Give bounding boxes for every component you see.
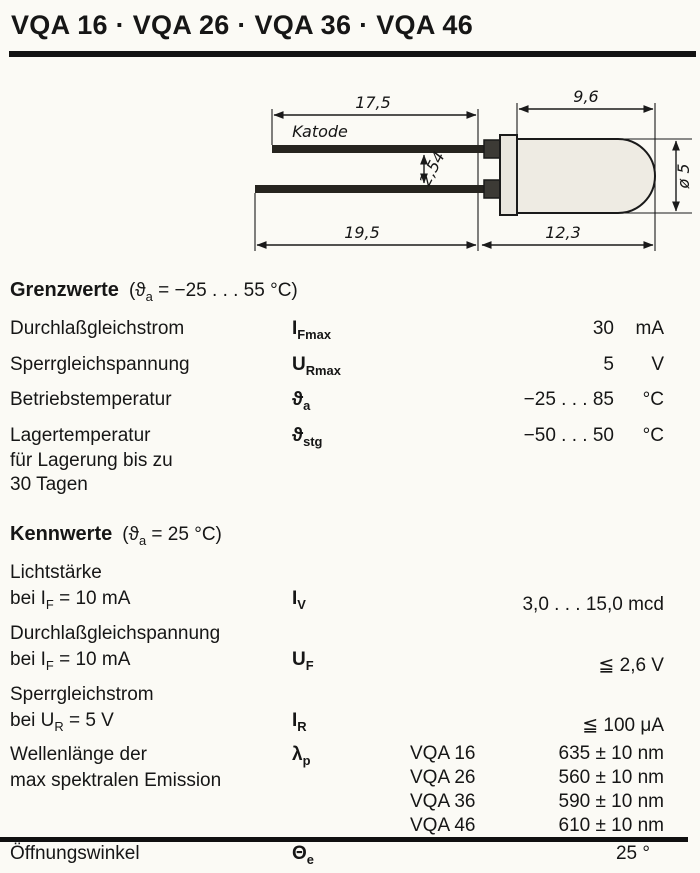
grenzwerte-section: Grenzwerte (ϑa = −25 . . . 55 °C) Durchla… — [0, 279, 700, 497]
row-label: Sperrgleichspannung — [10, 353, 190, 375]
dim-top-lead-label: 17,5 — [355, 93, 391, 112]
row-symbol: URmax — [292, 353, 341, 378]
dim-bottom-lead-label: 19,5 — [344, 223, 380, 242]
table-row: Sperrgleichspannung URmax 5 V — [10, 352, 664, 384]
row-unit: V — [651, 353, 664, 375]
row-unit: °C — [642, 389, 664, 411]
page-title: VQA 16 · VQA 26 · VQA 36 · VQA 46 — [11, 10, 474, 40]
row-symbol: λp — [292, 744, 311, 769]
row-symbol: ϑa — [292, 389, 311, 414]
table-row: Sperrgleichstrom bei UR = 5 V IR ≦ 100 μ… — [10, 682, 664, 740]
row-symbol: IFmax — [292, 317, 331, 342]
anode-lead-tab — [483, 179, 501, 199]
variant-line: VQA 16 635 ± 10 nm — [410, 742, 664, 766]
row-symbol: IV — [292, 587, 306, 612]
kennwerte-title: Kennwerte — [10, 523, 113, 546]
cathode-lead-tab — [483, 139, 501, 159]
page-edge-bar — [0, 837, 688, 842]
table-row: Lichtstärke bei IF = 10 mA IV 3,0 . . . … — [10, 560, 664, 618]
table-row: Durchlaßgleichstrom IFmax 30 mA — [10, 316, 664, 348]
variant-value: 590 ± 10 nm — [558, 791, 665, 813]
variant-value: 635 ± 10 nm — [558, 743, 665, 765]
row-variants: VQA 16 635 ± 10 nm VQA 26 560 ± 10 nm VQA … — [410, 742, 664, 838]
row-label: Lichtstärke bei IF = 10 mA — [10, 561, 131, 612]
row-value: 3,0 . . . 15,0 mcd — [522, 593, 664, 615]
row-value: 5 — [603, 353, 614, 375]
row-label: Öffnungswinkel — [10, 843, 140, 865]
variant-name: VQA 46 — [410, 815, 476, 837]
variant-name: VQA 36 — [410, 791, 476, 813]
grenzwerte-heading: Grenzwerte (ϑa = −25 . . . 55 °C) — [10, 279, 664, 304]
row-symbol: UF — [292, 648, 314, 673]
row-label: Lagertemperatur für Lagerung bis zu 30 T… — [10, 425, 173, 496]
anode-lead — [255, 185, 484, 193]
row-value: −25 . . . 85 — [523, 389, 614, 411]
led-dimension-drawing: Katode 17,5 9,6 2,54 ø 5 19,5 12,3 — [254, 87, 693, 251]
row-symbol: Θe — [292, 843, 314, 868]
led-body — [516, 138, 656, 214]
variant-value: 610 ± 10 nm — [558, 815, 665, 837]
row-label: Wellenlänge der max spektralen Emission — [10, 744, 222, 792]
row-value: ≦ 2,6 V — [598, 654, 664, 676]
variant-line: VQA 26 560 ± 10 nm — [410, 766, 664, 790]
dim-lead-spacing-label: 2,54 — [416, 148, 449, 188]
row-value: ≦ 100 μA — [582, 715, 664, 737]
row-label: Durchlaßgleichstrom — [10, 317, 185, 339]
grenzwerte-condition: (ϑa = −25 . . . 55 °C) — [128, 280, 298, 304]
dimension-lines — [256, 105, 680, 249]
table-row: Lagertemperatur für Lagerung bis zu 30 T… — [10, 423, 664, 497]
row-unit: °C — [642, 425, 664, 447]
row-value: 25 ° — [615, 843, 650, 865]
extension-lines — [254, 103, 692, 251]
dim-body-total-label: 12,3 — [545, 223, 581, 242]
dim-body-length-label: 9,6 — [573, 87, 598, 106]
variant-name: VQA 16 — [410, 743, 476, 765]
cathode-lead — [272, 145, 484, 153]
row-symbol: IR — [292, 709, 307, 734]
kennwerte-section: Kennwerte (ϑa = 25 °C) Lichtstärke bei IF… — [0, 523, 700, 873]
row-label: Betriebstemperatur — [10, 389, 172, 411]
kennwerte-heading: Kennwerte (ϑa = 25 °C) — [10, 523, 664, 548]
title-rule — [9, 51, 696, 57]
row-label: Sperrgleichstrom bei UR = 5 V — [10, 683, 154, 734]
row-value: 30 — [592, 317, 614, 339]
variant-name: VQA 26 — [410, 767, 476, 789]
dim-diameter-label: ø 5 — [674, 163, 693, 189]
kennwerte-condition: (ϑa = 25 °C) — [122, 524, 222, 548]
table-row: Öffnungswinkel Θe 25 ° — [10, 841, 664, 873]
led-flange — [499, 134, 518, 216]
row-value: −50 . . . 50 — [523, 425, 614, 447]
variant-line: VQA 36 590 ± 10 nm — [410, 790, 664, 814]
row-label: Durchlaßgleichspannung bei IF = 10 mA — [10, 622, 221, 673]
table-row: Durchlaßgleichspannung bei IF = 10 mA UF… — [10, 621, 664, 679]
grenzwerte-title: Grenzwerte — [10, 279, 119, 301]
katode-label: Katode — [292, 122, 348, 141]
row-unit: mA — [635, 317, 665, 339]
led-package — [255, 134, 656, 216]
row-symbol: ϑstg — [292, 425, 323, 449]
table-row: Betriebstemperatur ϑa −25 . . . 85 °C — [10, 387, 664, 419]
variant-value: 560 ± 10 nm — [558, 767, 665, 789]
variant-line: VQA 46 610 ± 10 nm — [410, 814, 664, 838]
table-row: Wellenlänge der max spektralen Emission … — [10, 742, 664, 838]
